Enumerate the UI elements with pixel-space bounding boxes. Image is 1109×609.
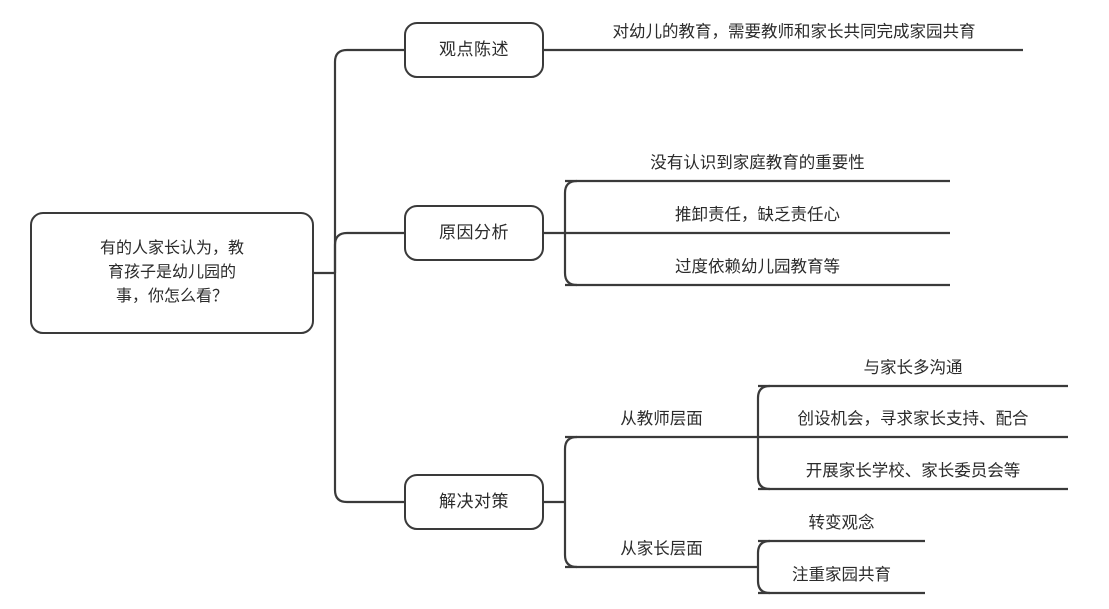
wire-s2-spine — [756, 539, 771, 595]
leaf-cause-3[interactable]: 过度依赖幼儿园教育等 — [675, 258, 840, 276]
leaf-viewpoint-1[interactable]: 对幼儿的教育，需要教师和家长共同完成家园共育 — [612, 23, 976, 41]
branch-node-cause[interactable]: 原因分析 — [404, 205, 544, 261]
wire-spine-bottom — [333, 273, 404, 504]
wire-b3-spine — [563, 435, 578, 569]
wire-spine-top — [333, 48, 404, 273]
leaf-parent-1[interactable]: 转变观念 — [808, 514, 875, 532]
leaf-teacher-3[interactable]: 开展家长学校、家长委员会等 — [805, 462, 1021, 480]
leaf-parent-2[interactable]: 注重家园共育 — [792, 566, 891, 584]
wire-spine-middle — [333, 231, 404, 273]
subbranch-label-teacher[interactable]: 从教师层面 — [620, 410, 703, 428]
branch-node-solution[interactable]: 解决对策 — [404, 474, 544, 530]
root-node[interactable]: 有的人家长认为，教 育孩子是幼儿园的 事，你怎么看？ — [30, 212, 314, 334]
leaf-teacher-1[interactable]: 与家长多沟通 — [863, 359, 963, 377]
branch-node-viewpoint[interactable]: 观点陈述 — [404, 22, 544, 78]
subbranch-label-parent[interactable]: 从家长层面 — [620, 540, 703, 558]
leaf-teacher-2[interactable]: 创设机会，寻求家长支持、配合 — [797, 410, 1029, 428]
leaf-cause-2[interactable]: 推卸责任，缺乏责任心 — [675, 206, 840, 224]
leaf-cause-1[interactable]: 没有认识到家庭教育的重要性 — [650, 154, 865, 172]
